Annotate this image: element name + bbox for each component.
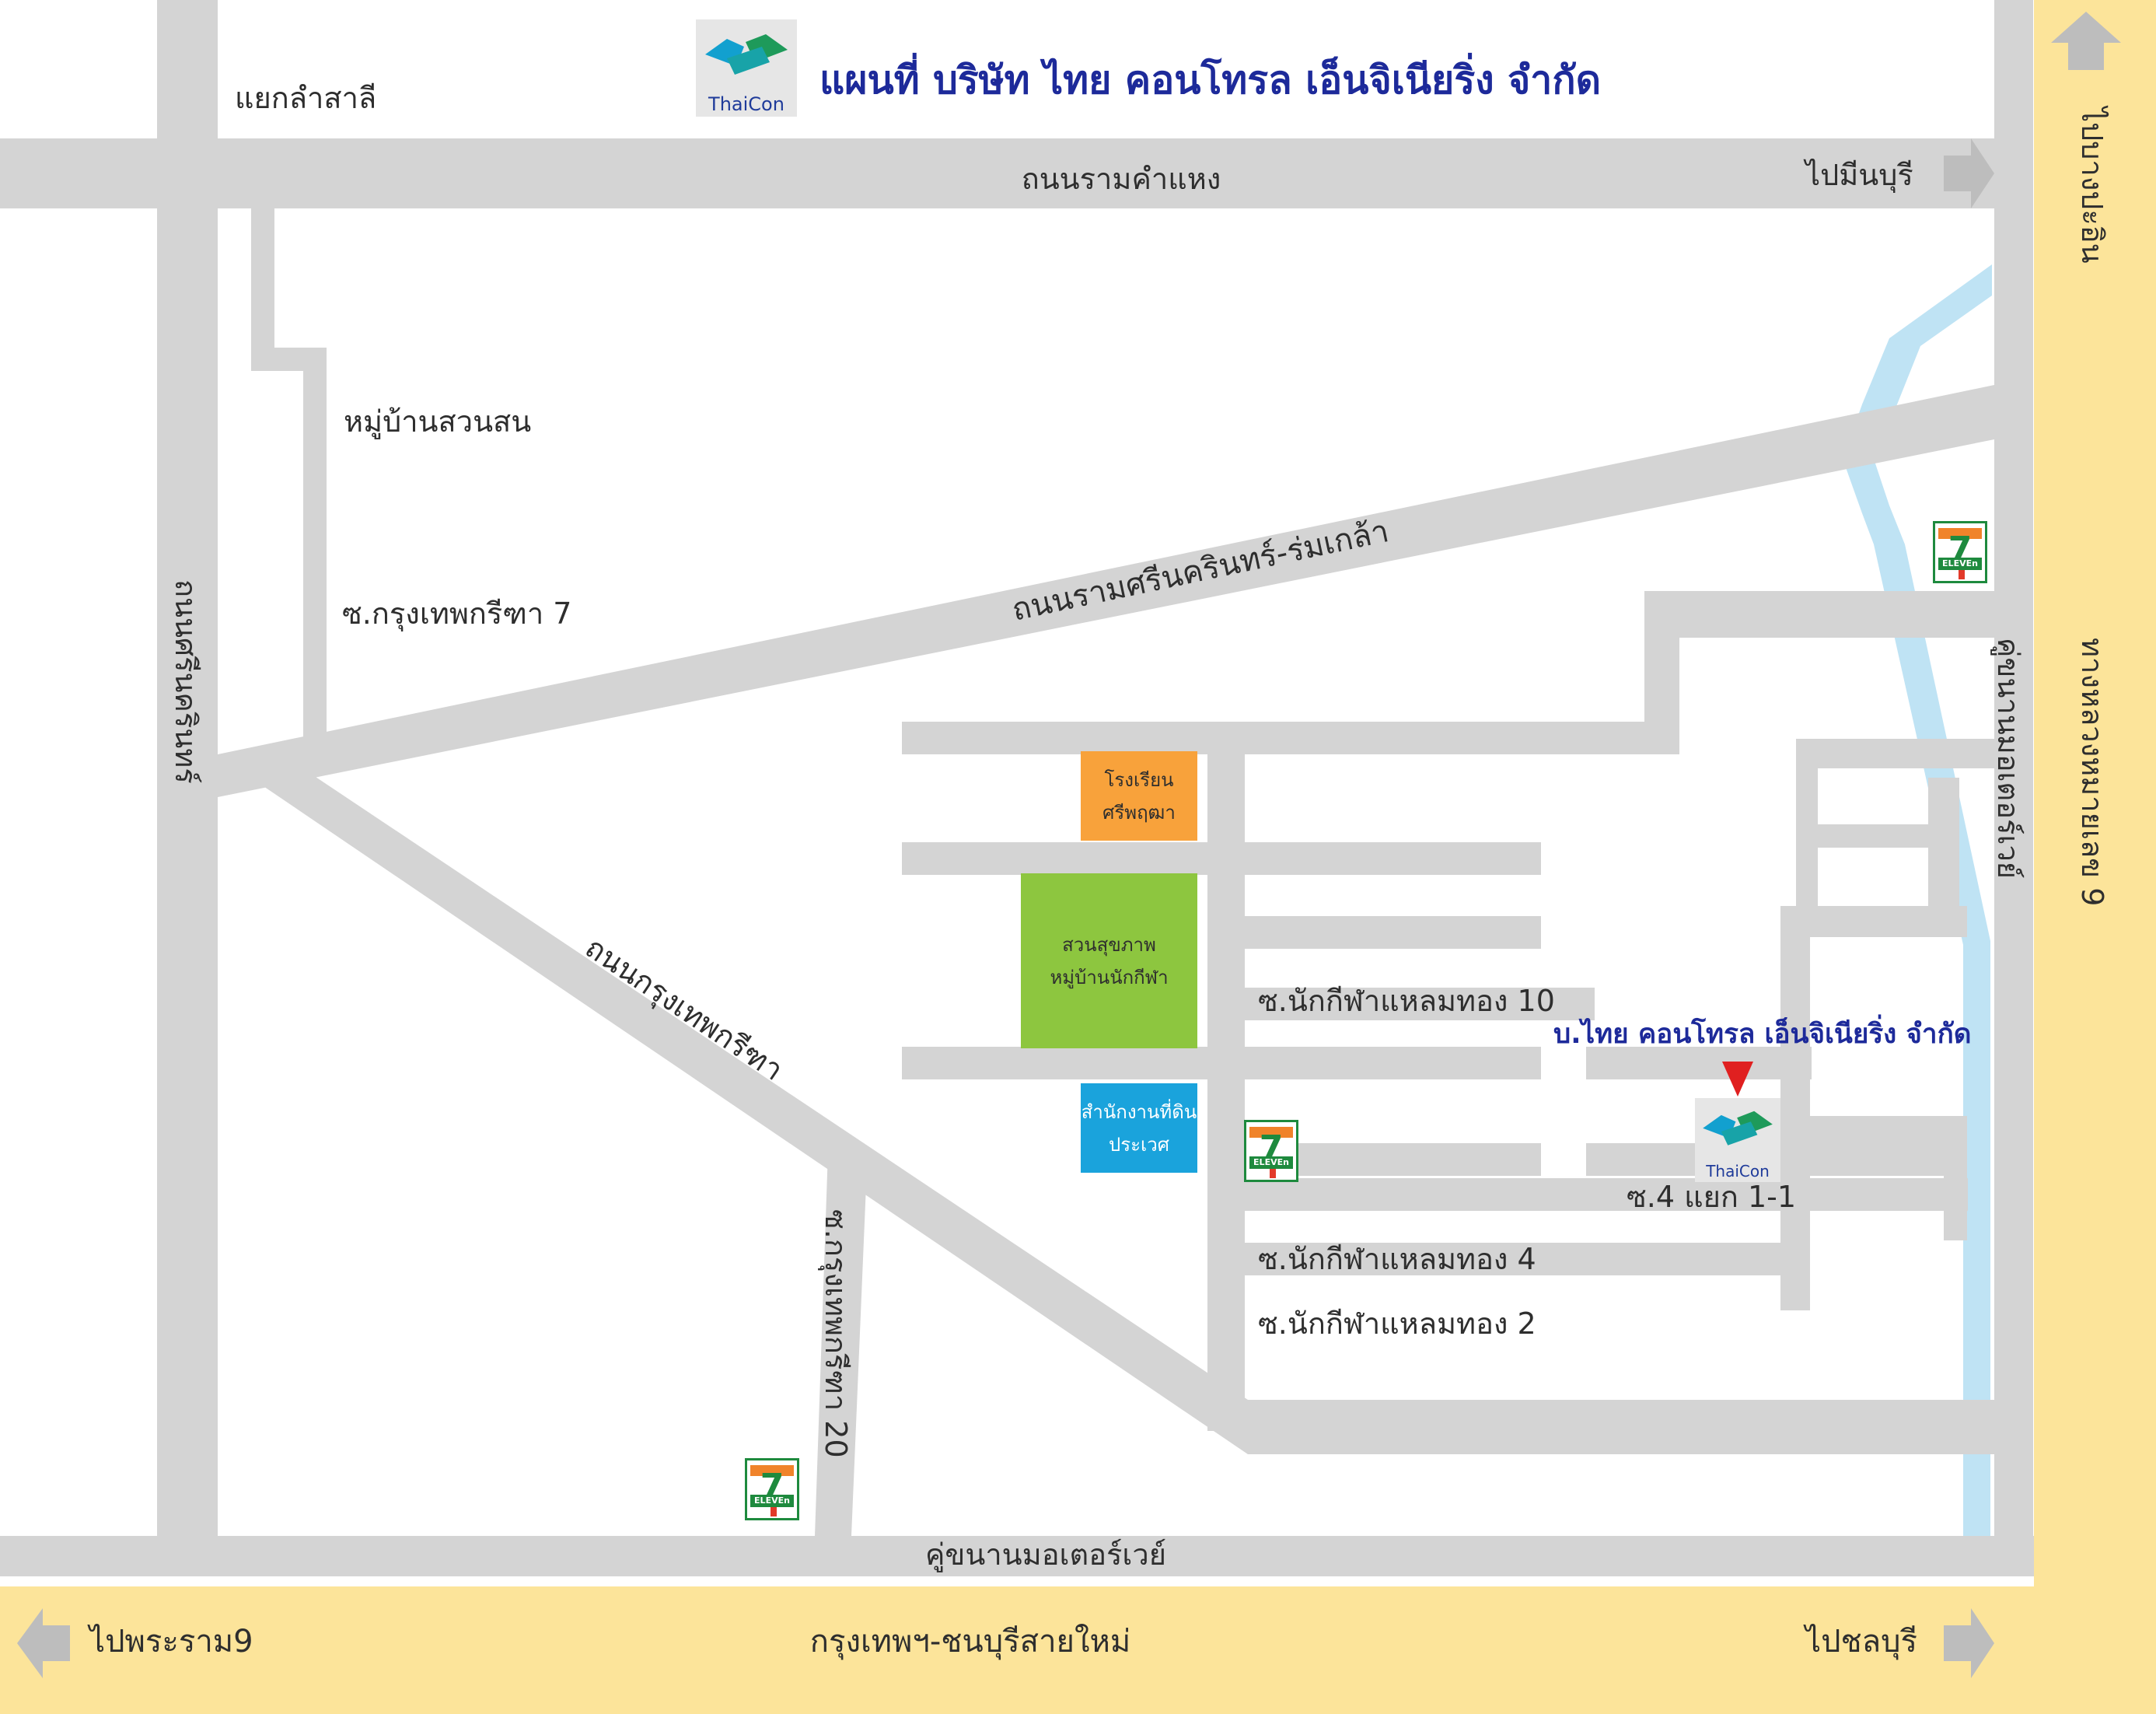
thaicon-logo: ThaiCon <box>696 19 797 117</box>
park-name-line2: หมู่บ้านนักกีฬา <box>1050 966 1169 988</box>
bottom-connector-road <box>1248 1400 1994 1454</box>
branch-vertical-1 <box>1780 906 1810 1310</box>
right-horizontal-soi <box>1644 591 1994 638</box>
land-office-name-line1: สำนักงานที่ดิน <box>1081 1100 1197 1123</box>
soi-nakkeela-4-road <box>1245 1178 1968 1211</box>
handshake-icon <box>1703 1111 1773 1146</box>
seven-eleven-text: ELEVEn <box>1938 558 1982 570</box>
branch-horizontal-3 <box>1780 906 1967 937</box>
branch-horizontal-1 <box>1796 739 1994 768</box>
seven-eleven-icon: 7 ELEVEn <box>1933 521 1987 583</box>
label-soi-nakkeela-2: ซ.นักกีฬาแหลมทอง 2 <box>1258 1306 1536 1341</box>
canal <box>1843 222 1992 1571</box>
soi-4-branch-top <box>1586 1047 1812 1079</box>
school-landmark: โรงเรียน ศรีพฤฒา <box>1081 751 1197 841</box>
highway-9 <box>2034 0 2156 1586</box>
park-name-line1: สวนสุขภาพ <box>1062 933 1156 956</box>
highway-bkk-chonburi <box>0 1586 2156 1714</box>
soi-krungthep-kreetha-20 <box>815 1151 867 1536</box>
arrow-left-icon <box>17 1608 70 1678</box>
label-village-suanson: หมู่บ้านสวนสน <box>344 404 531 439</box>
label-to-chonburi: ไปชลบุรี <box>1803 1624 1917 1660</box>
arrow-right-icon <box>1944 1608 1994 1678</box>
label-to-rama9: ไปพระราม9 <box>87 1624 253 1660</box>
label-srinakarin-road: ถนนศรีนครินทร์ <box>169 579 203 784</box>
krungthep-kreetha-road <box>257 758 1248 1454</box>
motorway-frontage-road-vertical <box>1994 0 2033 1571</box>
branch-horizontal-4 <box>1780 1116 1967 1147</box>
motorway-frontage-road <box>0 1536 2034 1576</box>
school-name-line1: โรงเรียน <box>1104 768 1174 791</box>
branch-vertical-4 <box>1944 1116 1967 1240</box>
label-soi-4-branch-1-1: ซ.4 แยก 1-1 <box>1627 1180 1796 1214</box>
label-soi-krungthep-kreetha-7: ซ.กรุงเทพกรีฑา 7 <box>342 596 571 631</box>
company-thaicon-logo: ThaiCon <box>1695 1098 1780 1182</box>
land-office-landmark: สำนักงานที่ดิน ประเวศ <box>1081 1083 1197 1173</box>
thaicon-logo-text: ThaiCon <box>708 93 784 115</box>
label-motorway-frontage: คู่ขนานมอเตอร์เวย์ <box>925 1537 1166 1572</box>
ramkhamhaeng-road <box>0 138 1994 208</box>
seven-eleven-icon: 7 ELEVEn <box>745 1458 799 1520</box>
label-ramkhamhaeng-road: ถนนรามคำแหง <box>1022 162 1221 196</box>
soi-krungthep-kreetha-7 <box>251 208 327 754</box>
label-to-minburi: ไปมีนบุรี <box>1803 158 1913 193</box>
arrow-up-icon <box>2051 12 2121 70</box>
soi-nakkeela-10-road <box>1245 988 1595 1020</box>
branch-horizontal-2 <box>1796 824 1936 848</box>
label-bkk-chonburi-new: กรุงเทพฯ-ชนบุรีสายใหม่ <box>810 1623 1130 1660</box>
srinakarin-road <box>157 0 218 1536</box>
soi-g <box>1245 1243 1805 1275</box>
label-soi-nakkeela-4: ซ.นักกีฬาแหลมทอง 4 <box>1258 1242 1536 1276</box>
soi-top <box>902 722 1679 754</box>
seven-eleven-text: ELEVEn <box>1249 1156 1293 1169</box>
arrow-right-icon <box>1944 138 1994 208</box>
company-logo-text: ThaiCon <box>1706 1162 1770 1181</box>
company-location-label: บ.ไทย คอนโทรล เอ็นจิเนียริ่ง จำกัด <box>1553 1019 1972 1050</box>
soi-c <box>1245 916 1541 949</box>
seven-eleven-text: ELEVEn <box>750 1495 794 1507</box>
soi-e <box>902 1047 1541 1079</box>
location-marker-icon <box>1722 1062 1753 1097</box>
label-intersection: แยกลำสาลี <box>235 81 376 115</box>
label-to-bangplee: ไปบางปะอิน <box>2075 105 2109 264</box>
soi-b <box>902 842 1541 875</box>
school-name-line2: ศรีพฤฒา <box>1102 801 1176 824</box>
park-landmark: สวนสุขภาพ หมู่บ้านนักกีฬา <box>1021 873 1197 1048</box>
land-office-name-line2: ประเวศ <box>1109 1133 1169 1156</box>
label-soi-nakkeela-10: ซ.นักกีฬาแหลมทอง 10 <box>1258 984 1555 1018</box>
label-motorway-frontage-vertical: คู่ขนานมอเตอร์เวย์ <box>1990 638 2025 879</box>
seven-eleven-icon: 7 ELEVEn <box>1244 1120 1298 1182</box>
romklao-road <box>218 385 1994 797</box>
label-highway-9: ทางหลวงหมายเลข 9 <box>2075 638 2109 906</box>
label-soi-krungthep-kreetha-20: ซ.กรุงเทพกรีฑา 20 <box>818 1209 853 1458</box>
page-title: แผนที่ บริษัท ไทย คอนโทรล เอ็นจิเนียริ่ง… <box>819 57 1602 103</box>
handshake-icon <box>705 34 788 75</box>
